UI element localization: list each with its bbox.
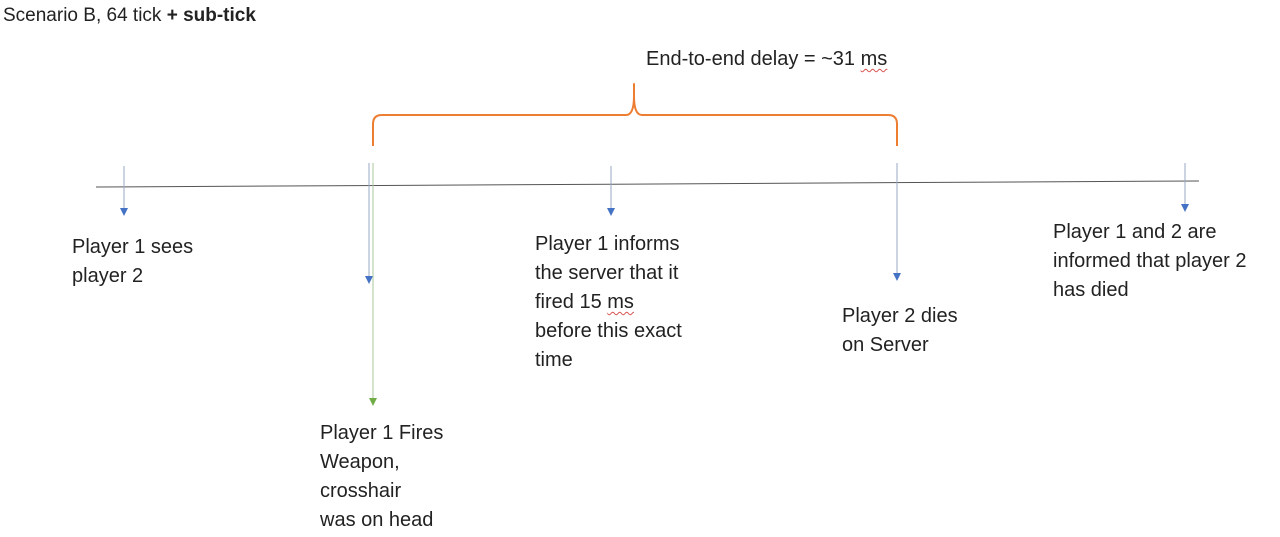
event-sees-label: Player 1 sees player 2	[72, 236, 194, 287]
event-fires-arrow-green	[369, 163, 377, 406]
event-informs-arrow	[607, 166, 615, 216]
end-to-end-delay-label: End-to-end delay = ~31 ms	[646, 45, 887, 73]
event-fires-label: Player 1 Fires Weapon, crosshair was on …	[320, 422, 444, 531]
event-informs-text-after: before this exact time	[535, 320, 682, 371]
event-fires-arrow-blue	[365, 163, 373, 284]
title-bold: + sub-tick	[166, 5, 256, 26]
title-prefix: Scenario B, 64 tick	[3, 5, 167, 26]
event-dies-label: Player 2 dies on Server	[842, 305, 958, 356]
end-to-end-brace	[372, 83, 898, 146]
delay-label-text: End-to-end delay = ~31	[646, 48, 861, 70]
event-informs-label: Player 1 informs the server that it fire…	[535, 230, 682, 375]
diagram-title: Scenario B, 64 tick + sub-tick	[3, 4, 256, 28]
delay-label-unit: ms	[860, 48, 888, 70]
event-informed-arrow	[1181, 163, 1189, 212]
event-informs-unit: ms	[607, 291, 634, 313]
timeline-line	[95, 180, 1200, 188]
event-informs-text-before: Player 1 informs the server that it fire…	[535, 233, 680, 313]
event-dies-arrow	[893, 163, 901, 281]
event-informed-label: Player 1 and 2 are informed that player …	[1053, 221, 1247, 301]
event-sees-arrow	[120, 166, 128, 216]
